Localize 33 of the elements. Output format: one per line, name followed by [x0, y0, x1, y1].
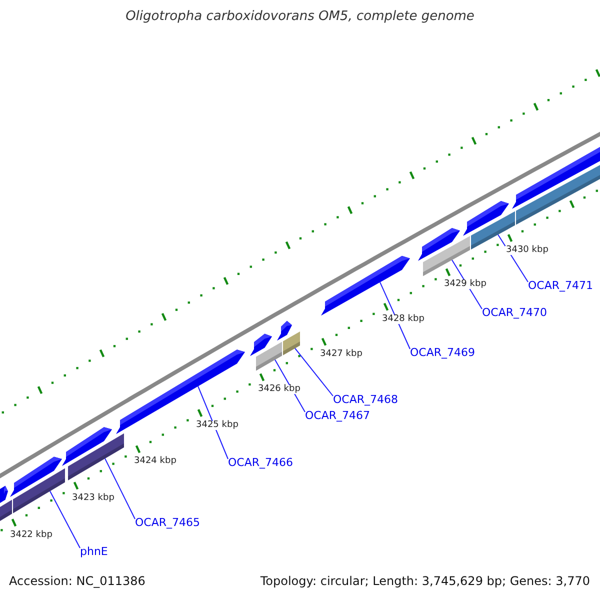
scale-label: 3428 kbp — [381, 314, 426, 324]
scale-label: 3429 kbp — [443, 280, 488, 290]
gene-label: OCAR_7468 — [333, 394, 398, 405]
leader-line — [294, 348, 334, 396]
gene-bar — [283, 332, 300, 356]
gene-label: OCAR_7471 — [528, 280, 594, 291]
gene-bar — [13, 468, 65, 514]
scale-label: 3424 kbp — [133, 457, 178, 466]
gene-label: OCAR_7467 — [305, 410, 370, 421]
gene-bar — [423, 236, 470, 276]
genome-summary-text: Topology: circular; Length: 3,745,629 bp; Genes: 3,770 — [260, 575, 590, 587]
gene-feature — [321, 256, 410, 316]
scale-label: 3430 kbp — [505, 246, 550, 255]
scale-label: 3422 kbp — [9, 530, 54, 540]
gene-feature — [0, 486, 8, 503]
gene-bar — [0, 500, 12, 521]
gene-label: OCAR_7469 — [410, 347, 476, 358]
gene-label: phnE — [80, 546, 108, 557]
gene-label: OCAR_7465 — [135, 517, 200, 528]
scale-label: 3423 kbp — [71, 494, 116, 503]
leader-line — [198, 386, 228, 460]
diagram-title: Oligotropha carboxidovorans OM5, complete genome — [124, 10, 476, 23]
leader-line — [104, 458, 136, 520]
leader-line — [380, 282, 410, 350]
accession-text: Accession: NC_011386 — [9, 575, 146, 587]
scale-label: 3427 kbp — [319, 350, 364, 359]
gene-label: OCAR_7466 — [228, 457, 294, 468]
gene-label: OCAR_7470 — [482, 307, 548, 318]
gene-bar — [516, 165, 600, 225]
gene-bar — [68, 433, 124, 480]
scale-label: 3425 kbp — [195, 421, 240, 430]
scale-label: 3426 kbp — [257, 385, 302, 394]
gene-bar — [256, 342, 282, 371]
